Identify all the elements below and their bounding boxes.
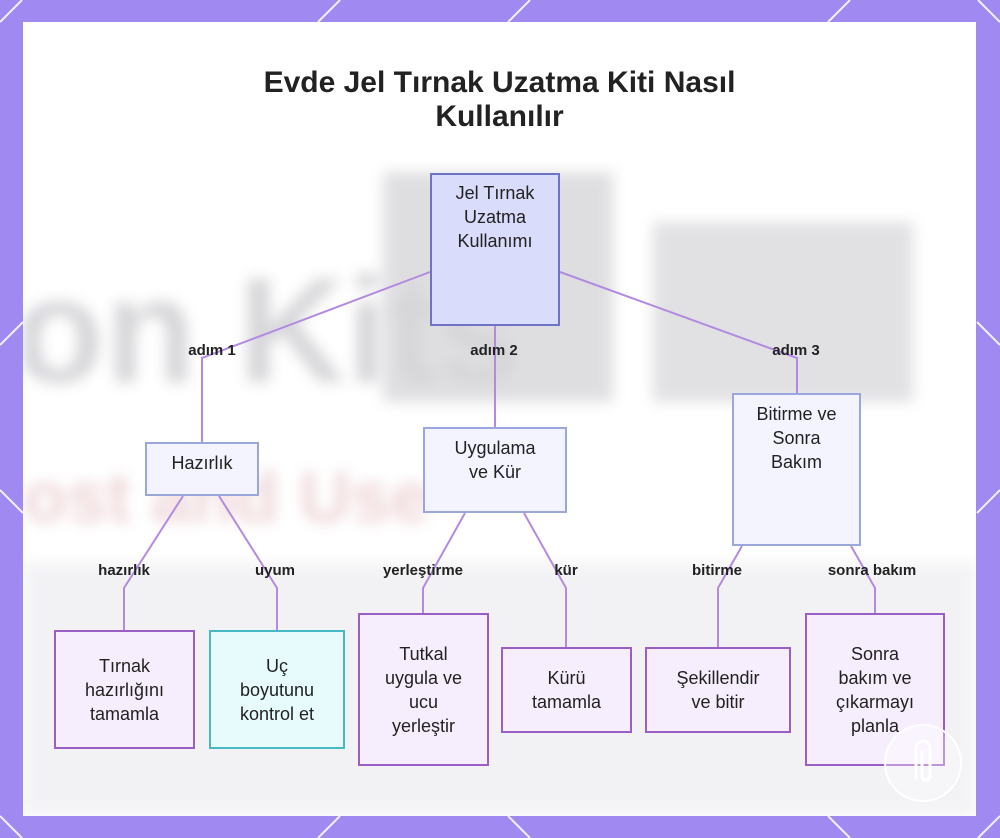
title-line-2: Kullanılır bbox=[435, 100, 564, 133]
edge-label-yerlestirme: yerleştirme bbox=[382, 562, 464, 579]
edge-bitirme-sekillendir bbox=[717, 545, 743, 647]
node-tirnak-hazirligini-tamamla: Tırnak hazırlığını tamamla bbox=[54, 630, 195, 749]
edge-label-hazirlik: hazırlık bbox=[98, 562, 150, 579]
edge-bitirme-sonra bbox=[850, 545, 876, 613]
edge-label-adim-2: adım 2 bbox=[470, 342, 518, 359]
edge-label-adim-1: adım 1 bbox=[188, 342, 236, 359]
node-uygulama-ve-kur: Uygulama ve Kür bbox=[423, 427, 567, 513]
edge-uygulama-kuru bbox=[523, 512, 567, 647]
edge-hazirlik-uc bbox=[218, 495, 278, 630]
node-uc-boyutunu-kontrol-et: Uç boyutunu kontrol et bbox=[209, 630, 345, 749]
edge-uygulama-tutkal bbox=[422, 512, 466, 613]
edge-root-bitirme bbox=[559, 271, 798, 393]
node-kuru-tamamla: Kürü tamamla bbox=[501, 647, 632, 733]
page-title: Evde Jel Tırnak Uzatma Kiti Nasıl Kullan… bbox=[23, 66, 976, 134]
node-sonra-bakim-ve-cikarmayi-planla: Sonra bakım ve çıkarmayı planla bbox=[805, 613, 945, 766]
edge-hazirlik-tirnak bbox=[123, 495, 184, 630]
node-bitirme-ve-sonra-bakim: Bitirme ve Sonra Bakım bbox=[732, 393, 861, 546]
title-line-1: Evde Jel Tırnak Uzatma Kiti Nasıl bbox=[263, 66, 736, 99]
node-jel-tirnak-uzatma-kullanimi: Jel Tırnak Uzatma Kullanımı bbox=[430, 173, 560, 326]
node-tutkal-uygula-ve-ucu-yerlestir: Tutkal uygula ve ucu yerleştir bbox=[358, 613, 489, 766]
edge-label-bitirme: bitirme bbox=[691, 562, 743, 579]
paperclip-icon bbox=[884, 724, 962, 802]
edge-label-uyum: uyum bbox=[254, 562, 296, 579]
edge-label-sonra-bakim: sonra bakım bbox=[827, 562, 917, 579]
edge-label-kur: kür bbox=[554, 562, 578, 579]
edge-root-hazirlik bbox=[201, 271, 431, 442]
background-photo: on Kits ost and Use bbox=[23, 172, 976, 816]
node-hazirlik: Hazırlık bbox=[145, 442, 259, 496]
edge-label-adim-3: adım 3 bbox=[772, 342, 820, 359]
node-sekillendir-ve-bitir: Şekillendir ve bitir bbox=[645, 647, 791, 733]
